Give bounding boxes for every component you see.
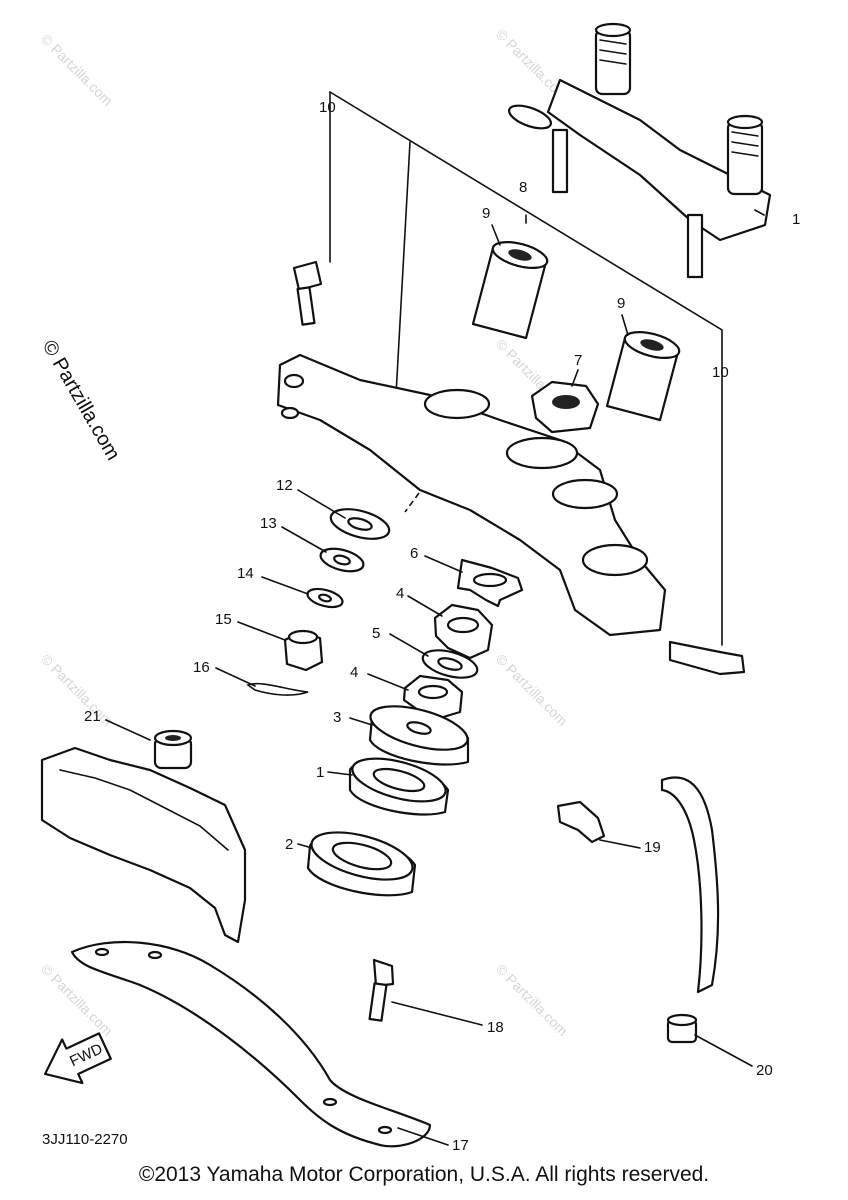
callout-17: 17 — [452, 1137, 469, 1154]
callout-16: 16 — [193, 659, 210, 676]
arrow-left-icon: FWD — [43, 1032, 112, 1085]
washer-12 — [329, 508, 391, 540]
callout-10: 10 — [712, 364, 729, 381]
upper-handlebar-holder — [507, 22, 772, 279]
callout-15: 15 — [215, 611, 232, 628]
damper-left — [471, 241, 549, 340]
bearing-cover — [368, 705, 470, 766]
bolt-upper — [292, 260, 323, 326]
callout-1: 1 — [792, 211, 800, 228]
callout-4: 4 — [396, 585, 404, 602]
watermark: © Partzilla.com — [38, 651, 116, 729]
damper-right — [605, 331, 681, 422]
lock-washer-6 — [456, 558, 524, 608]
washer-5 — [421, 649, 479, 679]
lock-washer-14 — [306, 587, 344, 609]
callout-4: 4 — [350, 664, 358, 681]
wire-harness — [660, 776, 720, 994]
nut-15 — [283, 629, 324, 672]
watermark-main: © Partzilla.com — [38, 337, 124, 465]
callout-19: 19 — [644, 839, 661, 856]
callout-14: 14 — [237, 565, 254, 582]
grommet — [153, 729, 193, 770]
callout-13: 13 — [260, 515, 277, 532]
watermark-layer: © Partzilla.com © Partzilla.com © Partzi… — [38, 26, 571, 1039]
cable-cover — [40, 746, 247, 944]
callout-9: 9 — [482, 205, 490, 222]
ring-nut-lower — [402, 674, 464, 720]
callout-2: 2 — [285, 836, 293, 853]
bolt-lower — [668, 640, 746, 676]
callout-18: 18 — [487, 1019, 504, 1036]
callout-9: 9 — [617, 295, 625, 312]
callout-21: 21 — [84, 708, 101, 725]
bearing-lower — [306, 831, 417, 897]
ring-nut-upper — [433, 603, 494, 660]
grommet-small — [666, 1013, 698, 1044]
callout-6: 6 — [410, 545, 418, 562]
diagram-code: 3JJ110-2270 — [42, 1131, 128, 1148]
upper-bracket — [276, 353, 667, 637]
callout-3: 3 — [333, 709, 341, 726]
callout-12: 12 — [276, 477, 293, 494]
callout-8: 8 — [519, 179, 527, 196]
callout-1: 1 — [316, 764, 324, 781]
watermark: © Partzilla.com — [493, 961, 571, 1039]
copyright-notice: ©2013 Yamaha Motor Corporation, U.S.A. A… — [138, 1163, 710, 1186]
cotter-pin — [246, 682, 309, 696]
watermark: © Partzilla.com — [493, 651, 571, 729]
crown-nut — [530, 380, 600, 434]
callouts: 1 1 2 3 4 4 5 6 7 8 9 9 10 10 12 13 14 1… — [84, 99, 800, 1154]
watermark: © Partzilla.com — [38, 31, 116, 109]
callout-20: 20 — [756, 1062, 773, 1079]
callout-10: 10 — [319, 99, 336, 116]
clip — [556, 800, 606, 844]
callout-5: 5 — [372, 625, 380, 642]
bearing-upper — [348, 757, 450, 816]
bolt-18 — [368, 958, 395, 1022]
leader-lines — [105, 209, 765, 1146]
washer-13 — [319, 547, 365, 573]
callout-7: 7 — [574, 352, 582, 369]
